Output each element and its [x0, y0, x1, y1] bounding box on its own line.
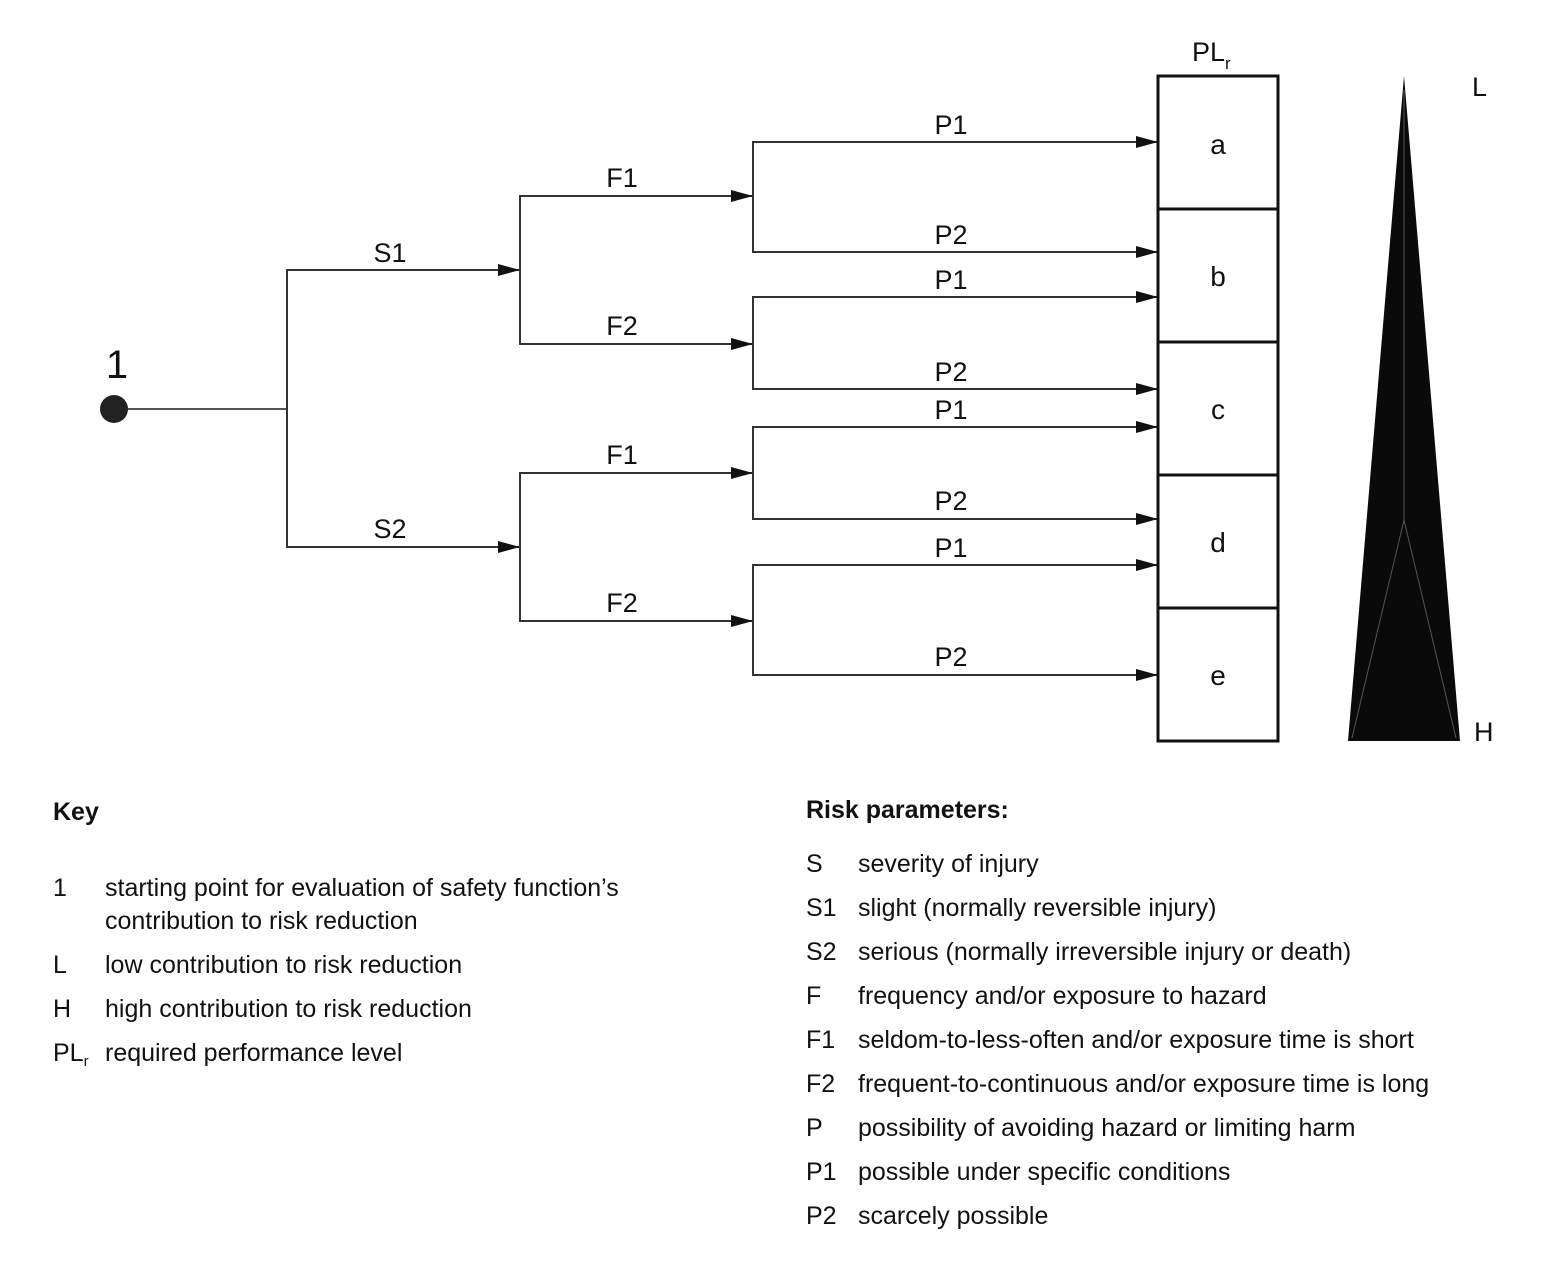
pl-box-e: [1156, 606, 1280, 743]
label-p-2: P2: [934, 220, 967, 250]
start-point-label: 1: [106, 343, 128, 387]
branch-p-3: [752, 291, 1158, 344]
wedge-inner-lines: [1351, 90, 1457, 739]
label-p-3: P1: [934, 265, 967, 295]
key-code: PLr: [53, 1039, 89, 1070]
pl-box-d: [1156, 473, 1280, 610]
key-item-start: 1 starting point for evaluation of safet…: [53, 872, 733, 938]
risk-param-text: severity of injury: [858, 850, 1039, 878]
pl-level-boxes: [1156, 74, 1280, 743]
branch-p-2: [752, 196, 1158, 258]
key-code: H: [53, 995, 72, 1023]
risk-param-text: seldom-to-less-often and/or exposure tim…: [858, 1026, 1414, 1054]
label-s2-f2: F2: [606, 588, 638, 618]
branch-p-7: [752, 559, 1158, 621]
key-text: required performance level: [105, 1039, 403, 1067]
risk-param-code: S: [806, 850, 823, 878]
key-text: starting point for evaluation of safety …: [105, 874, 619, 935]
key-heading: Key: [53, 798, 99, 826]
branch-s2-f2: [519, 547, 753, 627]
risk-param-code: P1: [806, 1158, 837, 1186]
label-s2: S2: [373, 514, 406, 544]
label-p-7: P1: [934, 533, 967, 563]
label-p-6: P2: [934, 486, 967, 516]
branch-p-5: [752, 421, 1158, 473]
label-s1-f1: F1: [606, 163, 638, 193]
key-item-low: L low contribution to risk reduction: [53, 949, 733, 982]
risk-param-code: F2: [806, 1070, 836, 1098]
risk-param-text: possibility of avoiding hazard or limiti…: [858, 1114, 1356, 1142]
pl-box-a: [1156, 74, 1280, 211]
pl-level-c: c: [1211, 394, 1225, 425]
key-item-high: H high contribution to risk reduction: [53, 993, 733, 1026]
risk-param-code: P2: [806, 1202, 837, 1230]
key-item-plr: PLr required performance level: [53, 1037, 733, 1078]
risk-param-item: F1 seldom-to-less-often and/or exposure t…: [806, 1024, 1546, 1068]
risk-param-text: possible under specific conditions: [858, 1158, 1231, 1186]
risk-param-item: P1 possible under specific conditions: [806, 1156, 1546, 1200]
branch-s2: [286, 409, 520, 553]
pl-box-b: [1156, 207, 1280, 344]
risk-param-item: F2 frequent-to-continuous and/or exposure…: [806, 1068, 1546, 1112]
label-s1-f2: F2: [606, 311, 638, 341]
label-p-4: P2: [934, 357, 967, 387]
possibility-branches: [752, 136, 1158, 681]
key-list: 1 starting point for evaluation of safet…: [53, 872, 733, 1089]
label-s2-f1: F1: [606, 440, 638, 470]
plr-header: PLr: [1192, 37, 1231, 73]
risk-param-code: S2: [806, 938, 837, 966]
risk-param-item: S1 slight (normally reversible injury): [806, 892, 1546, 936]
key-code: L: [53, 951, 67, 979]
branch-s1: [286, 264, 520, 409]
start-point-dot: [100, 395, 128, 423]
pl-level-a: a: [1210, 129, 1226, 160]
label-p-8: P2: [934, 642, 967, 672]
scale-low-label: L: [1472, 72, 1487, 102]
branch-s1-f1: [519, 190, 753, 270]
label-p-1: P1: [934, 110, 967, 140]
risk-param-code: P: [806, 1114, 823, 1142]
pl-level-b: b: [1210, 261, 1226, 292]
risk-graph-diagram: 1 S1 S2 F1 F2 F1 F2 P1 P2 P1 P2 P1 P2 P1…: [100, 37, 1494, 747]
risk-param-item: S2 serious (normally irreversible injury …: [806, 936, 1546, 980]
risk-param-text: scarcely possible: [858, 1202, 1049, 1230]
risk-param-code: F1: [806, 1026, 836, 1054]
branch-p-6: [752, 473, 1158, 525]
label-s1: S1: [373, 238, 406, 268]
pl-level-d: d: [1210, 527, 1226, 558]
key-text: high contribution to risk reduction: [105, 995, 472, 1023]
pl-level-e: e: [1210, 660, 1226, 691]
severity-branches: [286, 264, 520, 553]
key-text: low contribution to risk reduction: [105, 951, 463, 979]
risk-param-code: F: [806, 982, 822, 1010]
branch-s2-f1: [519, 467, 753, 547]
key-code: 1: [53, 874, 67, 902]
branch-s1-f2: [519, 270, 753, 350]
frequency-branches: [519, 190, 753, 627]
branch-p-1: [752, 136, 1158, 196]
risk-param-text: serious (normally irreversible injury or…: [858, 938, 1352, 966]
scale-high-label: H: [1474, 717, 1494, 747]
label-p-5: P1: [934, 395, 967, 425]
risk-param-text: slight (normally reversible injury): [858, 894, 1217, 922]
risk-param-text: frequency and/or exposure to hazard: [858, 982, 1267, 1010]
branch-p-8: [752, 621, 1158, 681]
branch-p-4: [752, 344, 1158, 395]
risk-param-item: P2 scarcely possible: [806, 1200, 1546, 1244]
risk-param-code: S1: [806, 894, 837, 922]
risk-param-text: frequent-to-continuous and/or exposure t…: [858, 1070, 1430, 1098]
risk-parameters-heading: Risk parameters:: [806, 796, 1009, 824]
